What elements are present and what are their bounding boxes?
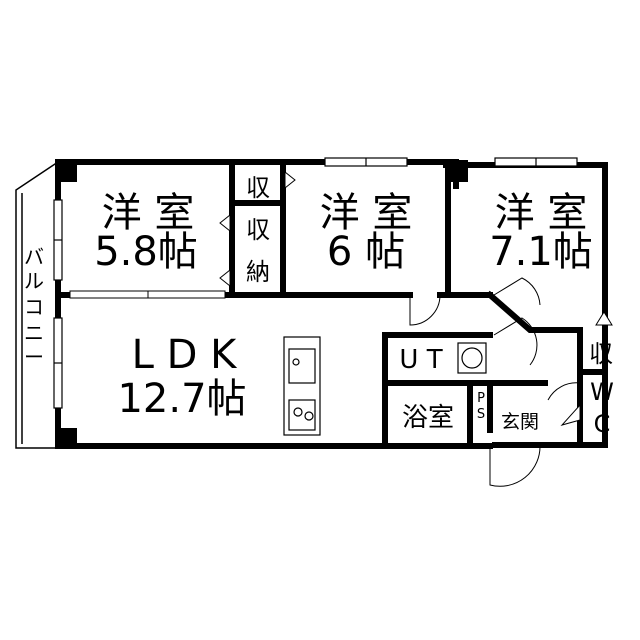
walls xyxy=(55,159,608,449)
balcony xyxy=(15,161,59,449)
western-room-3-size: 7.1帖 xyxy=(489,229,593,275)
entrance-label: 玄関 xyxy=(501,411,539,433)
washbasin xyxy=(457,342,487,374)
closet-right-label: 収 xyxy=(589,340,613,368)
windows xyxy=(53,157,578,409)
bath-label: 浴室 xyxy=(402,403,454,433)
western-room-1-name: 洋 室 xyxy=(102,190,195,236)
western-room-2-name: 洋 室 xyxy=(320,190,413,236)
closet-top-label: 収 xyxy=(246,174,270,202)
western-room-3-name: 洋 室 xyxy=(495,190,588,236)
svg-text:ニ: ニ xyxy=(24,321,44,345)
sliding-door xyxy=(69,290,226,299)
wc-label-w: W xyxy=(590,378,614,406)
utility-label: U T xyxy=(399,345,442,375)
closet-mid-label-1: 収 xyxy=(246,216,270,244)
svg-text:ル: ル xyxy=(24,269,44,293)
ps-label-p: P xyxy=(477,391,485,406)
svg-text:コ: コ xyxy=(24,295,44,319)
doors xyxy=(409,277,581,487)
closet-mid-label-2: 納 xyxy=(246,258,270,286)
svg-text:ー: ー xyxy=(24,345,44,369)
ps-label-s: S xyxy=(477,407,485,422)
svg-text:バ: バ xyxy=(24,245,44,269)
ldk-size: 12.7帖 xyxy=(117,376,246,422)
columns xyxy=(55,160,468,448)
kitchen-counter xyxy=(283,336,321,436)
closet-markers xyxy=(219,170,613,326)
ldk-name: L D K xyxy=(132,332,239,378)
wc-label-c: C xyxy=(594,410,611,438)
western-room-1-size: 5.8帖 xyxy=(94,229,198,275)
western-room-2-size: 6 帖 xyxy=(327,229,405,275)
balcony-label: バ ル コ ニ ー xyxy=(24,245,44,369)
